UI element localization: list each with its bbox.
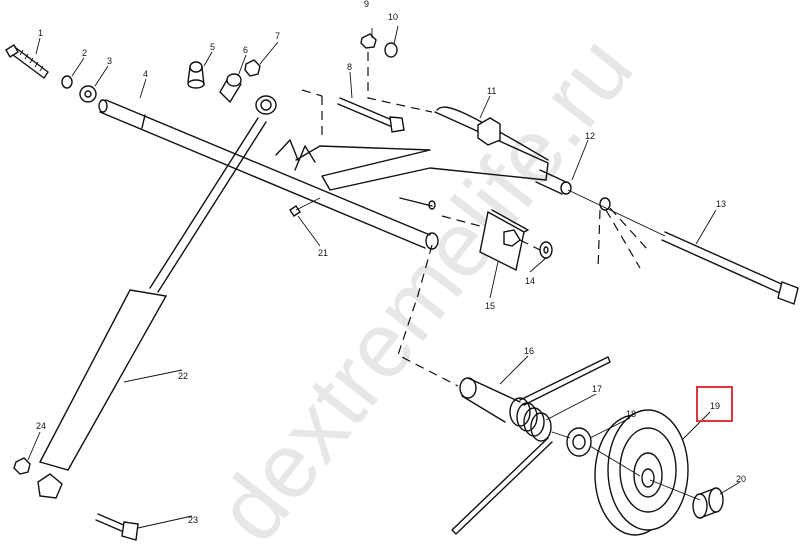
- washer: [599, 197, 611, 211]
- callout-9: 9: [364, 0, 369, 9]
- callout-22: 22: [178, 371, 188, 381]
- callout-12: 12: [585, 131, 595, 141]
- part-7-nut: [244, 59, 261, 77]
- callout-10: 10: [388, 12, 398, 22]
- part-1-bolt: [5, 44, 49, 79]
- callout-23: 23: [188, 515, 198, 525]
- callout-11: 11: [487, 86, 496, 96]
- callout-1: 1: [38, 28, 43, 38]
- part-10-washer: [384, 42, 398, 58]
- part-5-bushing: [187, 61, 205, 89]
- part-8-bolt: [337, 97, 405, 133]
- callout-labels: 1 2 3 4 5 6 7 8 9 10 11 12 13 14 15 16 1…: [36, 0, 746, 525]
- part-11-a-arm: [275, 106, 549, 210]
- callout-14: 14: [525, 276, 535, 286]
- part-14-washer: [539, 241, 553, 259]
- part-22-shock: [37, 95, 277, 499]
- callout-15: 15: [485, 301, 495, 311]
- part-20-bearing: [692, 487, 724, 519]
- part-17-spring: [451, 356, 611, 535]
- callout-8: 8: [347, 62, 352, 72]
- part-24-nut: [13, 457, 31, 475]
- callout-19: 19: [710, 401, 720, 411]
- callout-5: 5: [210, 42, 215, 52]
- callout-13: 13: [716, 199, 726, 209]
- part-2-washer: [61, 75, 73, 89]
- callout-18: 18: [626, 409, 636, 419]
- callout-2: 2: [82, 48, 87, 58]
- part-18-washer: [566, 427, 592, 457]
- part-19-idler-wheel: [594, 409, 689, 536]
- part-9-nut: [360, 33, 377, 49]
- part-13-bolt: [661, 231, 799, 305]
- callout-4: 4: [143, 69, 148, 79]
- part-21-grease-fitting: [289, 205, 301, 217]
- callout-6: 6: [243, 45, 248, 55]
- part-16-shaft: [459, 377, 521, 423]
- callout-24: 24: [36, 421, 46, 431]
- callout-19-highlight-box: [696, 386, 733, 422]
- callout-7: 7: [275, 31, 280, 41]
- callout-21: 21: [318, 248, 328, 258]
- part-4-tube: [98, 99, 439, 250]
- callout-16: 16: [524, 346, 534, 356]
- callout-17: 17: [592, 384, 602, 394]
- part-23-bolt: [95, 513, 139, 541]
- part-15-slide-block: [479, 209, 529, 272]
- part-12-bushing: [535, 169, 572, 195]
- part-3-washer: [79, 85, 97, 103]
- part-6-bushing: [219, 73, 242, 103]
- callout-3: 3: [107, 56, 112, 66]
- callout-20: 20: [736, 474, 746, 484]
